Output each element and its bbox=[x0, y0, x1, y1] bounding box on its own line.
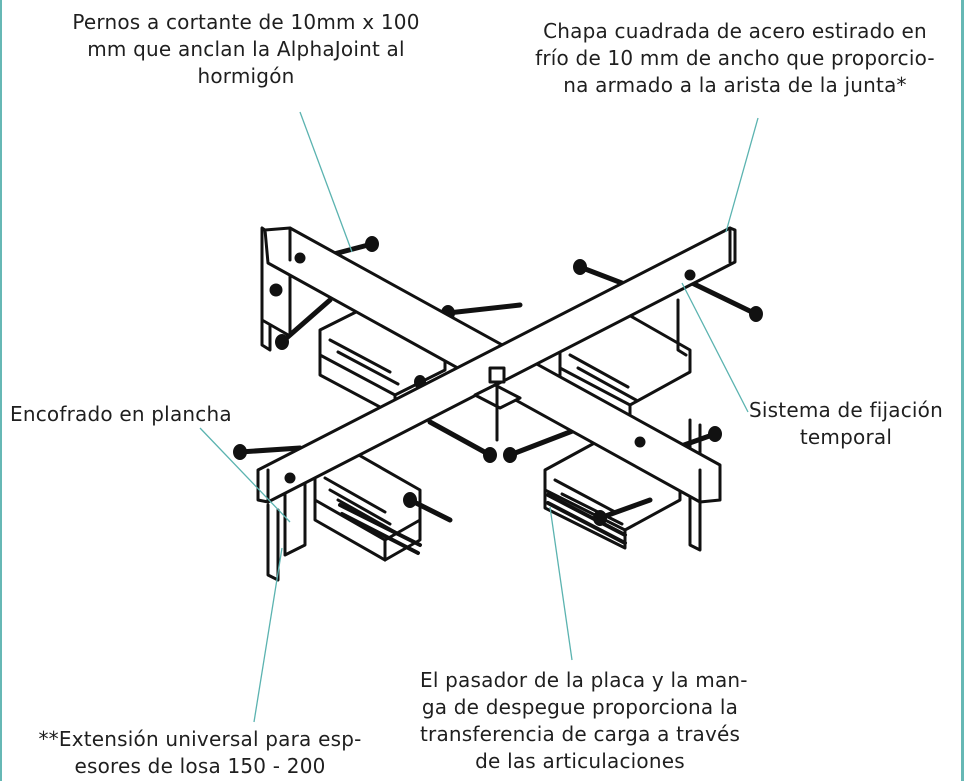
label-chapa-line-3: na armado a la arista de la junta* bbox=[563, 73, 907, 97]
label-sistema-line-1: Sistema de fijación bbox=[749, 398, 943, 422]
label-encofrado: Encofrado en plancha bbox=[10, 401, 232, 428]
label-sistema: Sistema de fijación temporal bbox=[736, 397, 956, 451]
label-pernos-line-2: mm que anclan la AlphaJoint al bbox=[87, 37, 405, 61]
sleeve-details bbox=[338, 493, 627, 555]
label-pernos-line-3: hormigón bbox=[197, 64, 295, 88]
label-pasador-line-1: El pasador de la placa y la man- bbox=[420, 668, 748, 692]
label-sistema-line-2: temporal bbox=[799, 425, 893, 449]
leader-pernos bbox=[299, 111, 353, 253]
dowel-box-lower-left bbox=[313, 448, 422, 562]
label-chapa-line-1: Chapa cuadrada de acero estirado en bbox=[543, 19, 927, 43]
leader-sistema bbox=[681, 282, 749, 413]
steel-bar-b bbox=[256, 226, 737, 504]
leader-encofrado bbox=[199, 427, 291, 523]
label-chapa-line-2: frío de 10 mm de ancho que proporcio- bbox=[535, 46, 935, 70]
label-extension-line-1: **Extensión universal para esp- bbox=[38, 727, 362, 751]
label-extension-line-2: esores de losa 150 - 200 bbox=[74, 754, 326, 778]
leader-pasador bbox=[549, 506, 573, 661]
center-junction bbox=[473, 366, 522, 442]
label-pasador-line-2: ga de despegue proporciona la bbox=[421, 695, 739, 719]
label-chapa: Chapa cuadrada de acero estirado en frío… bbox=[520, 18, 950, 99]
label-encofrado-line-1: Encofrado en plancha bbox=[10, 402, 232, 426]
label-pasador-line-4: de las articulaciones bbox=[475, 749, 685, 773]
leader-lines bbox=[199, 111, 759, 723]
leader-extension bbox=[253, 547, 283, 723]
label-pernos: Pernos a cortante de 10mm x 100 mm que a… bbox=[56, 9, 436, 90]
label-pernos-line-1: Pernos a cortante de 10mm x 100 bbox=[72, 10, 420, 34]
label-extension: **Extensión universal para esp- esores d… bbox=[20, 726, 380, 780]
label-pasador: El pasador de la placa y la man- ga de d… bbox=[420, 667, 748, 775]
leader-chapa bbox=[725, 117, 759, 233]
label-pasador-line-3: transferencia de carga a través bbox=[420, 722, 741, 746]
